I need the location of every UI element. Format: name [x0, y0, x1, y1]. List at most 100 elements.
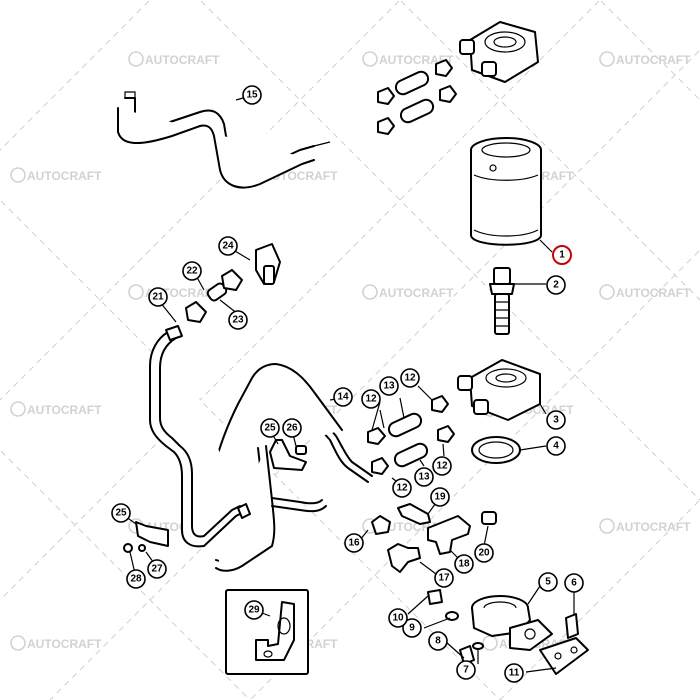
callout-11[interactable]: 11 [504, 663, 524, 683]
callout-10[interactable]: 10 [388, 608, 408, 628]
svg-text:25: 25 [115, 508, 127, 519]
inset-bracket-29 [225, 589, 309, 675]
callout-25-b[interactable]: 25 [111, 503, 131, 523]
lower-base-adapter [427, 589, 589, 675]
oil-line-15 [117, 91, 331, 189]
svg-text:23: 23 [232, 315, 244, 326]
oil-line-21 [149, 325, 251, 548]
svg-text:12: 12 [404, 373, 416, 384]
oil-cooler-adapter [457, 359, 541, 421]
callout-12-c[interactable]: 12 [432, 456, 452, 476]
callout-5[interactable]: 5 [538, 572, 558, 592]
callout-3[interactable]: 3 [546, 410, 566, 430]
fittings-16-20 [371, 503, 497, 573]
svg-text:14: 14 [337, 392, 349, 403]
callout-15[interactable]: 15 [242, 85, 262, 105]
watermark-logos: AUTOCRAFT AUTOCRAFT AUTOCRAFT AUTOCRAFT … [10, 51, 691, 651]
svg-text:16: 16 [348, 538, 360, 549]
callout-18[interactable]: 18 [454, 554, 474, 574]
callout-25-a[interactable]: 25 [260, 418, 280, 438]
svg-text:18: 18 [458, 559, 470, 570]
svg-text:15: 15 [246, 90, 258, 101]
watermark-logo: AUTOCRAFT [599, 284, 691, 300]
svg-text:AUTOCRAFT: AUTOCRAFT [379, 286, 454, 300]
svg-text:AUTOCRAFT: AUTOCRAFT [27, 637, 102, 651]
svg-text:13: 13 [418, 472, 430, 483]
svg-text:6: 6 [571, 578, 577, 589]
watermark-logo: AUTOCRAFT [599, 51, 691, 67]
callout-12-d[interactable]: 12 [392, 478, 412, 498]
callout-4[interactable]: 4 [546, 436, 566, 456]
svg-text:19: 19 [434, 492, 446, 503]
middle-hose-fittings [367, 395, 455, 475]
watermark-logo: AUTOCRAFT [362, 284, 454, 300]
callout-13-b[interactable]: 13 [414, 467, 434, 487]
gasket-ring [471, 436, 521, 464]
watermark-logo: AUTOCRAFT [10, 635, 102, 651]
callout-12-a[interactable]: 12 [400, 368, 420, 388]
callout-16[interactable]: 16 [344, 533, 364, 553]
svg-text:24: 24 [222, 241, 234, 252]
oil-filter [470, 137, 542, 246]
svg-text:5: 5 [545, 577, 551, 588]
svg-text:27: 27 [151, 564, 163, 575]
callout-28[interactable]: 28 [126, 569, 146, 589]
svg-text:AUTOCRAFT: AUTOCRAFT [616, 286, 691, 300]
svg-text:AUTOCRAFT: AUTOCRAFT [27, 403, 102, 417]
svg-text:17: 17 [438, 573, 450, 584]
callout-19[interactable]: 19 [430, 487, 450, 507]
callout-21[interactable]: 21 [148, 287, 168, 307]
svg-text:AUTOCRAFT: AUTOCRAFT [616, 53, 691, 67]
callout-7[interactable]: 7 [456, 660, 476, 680]
svg-text:8: 8 [435, 636, 441, 647]
fittings-22-24 [185, 243, 281, 323]
callout-8[interactable]: 8 [428, 631, 448, 651]
callout-13-a[interactable]: 13 [379, 376, 399, 396]
watermark-logo: AUTOCRAFT [128, 51, 220, 67]
svg-text:11: 11 [509, 668, 520, 679]
callout-1[interactable]: 1 [552, 245, 572, 265]
bracket-25-26 [269, 439, 307, 471]
svg-text:12: 12 [436, 461, 448, 472]
callout-29[interactable]: 29 [244, 600, 264, 620]
callout-26[interactable]: 26 [282, 418, 302, 438]
svg-text:7: 7 [463, 665, 469, 676]
callout-22[interactable]: 22 [182, 261, 202, 281]
callout-20[interactable]: 20 [474, 543, 494, 563]
watermark-logo: AUTOCRAFT [10, 167, 102, 183]
threaded-connector [489, 267, 515, 335]
svg-text:21: 21 [152, 292, 164, 303]
svg-text:20: 20 [478, 548, 490, 559]
callout-9[interactable]: 9 [402, 618, 422, 638]
callout-2[interactable]: 2 [546, 275, 566, 295]
callout-14[interactable]: 14 [333, 387, 353, 407]
svg-text:10: 10 [392, 613, 404, 624]
svg-text:25: 25 [264, 423, 276, 434]
upper-hose-fittings [377, 59, 457, 135]
upper-cooler-adapter [459, 21, 539, 83]
callout-27[interactable]: 27 [147, 559, 167, 579]
svg-text:12: 12 [396, 483, 408, 494]
clamp-25-lower [123, 521, 169, 553]
callout-17[interactable]: 17 [434, 568, 454, 588]
svg-text:1: 1 [559, 250, 565, 261]
svg-text:22: 22 [186, 266, 198, 277]
svg-text:12: 12 [365, 394, 377, 405]
watermark-logo: AUTOCRAFT [10, 401, 102, 417]
callout-23[interactable]: 23 [228, 310, 248, 330]
svg-text:4: 4 [553, 441, 559, 452]
svg-text:2: 2 [553, 280, 559, 291]
callout-12-b[interactable]: 12 [361, 389, 381, 409]
watermark-logo: AUTOCRAFT [599, 518, 691, 534]
svg-text:26: 26 [286, 423, 298, 434]
svg-text:3: 3 [553, 415, 559, 426]
svg-text:29: 29 [248, 605, 260, 616]
watermark-logo: AUTOCRAFT [128, 284, 220, 300]
callout-6[interactable]: 6 [564, 573, 584, 593]
svg-text:AUTOCRAFT: AUTOCRAFT [145, 53, 220, 67]
svg-text:AUTOCRAFT: AUTOCRAFT [616, 520, 691, 534]
callout-24[interactable]: 24 [218, 236, 238, 256]
